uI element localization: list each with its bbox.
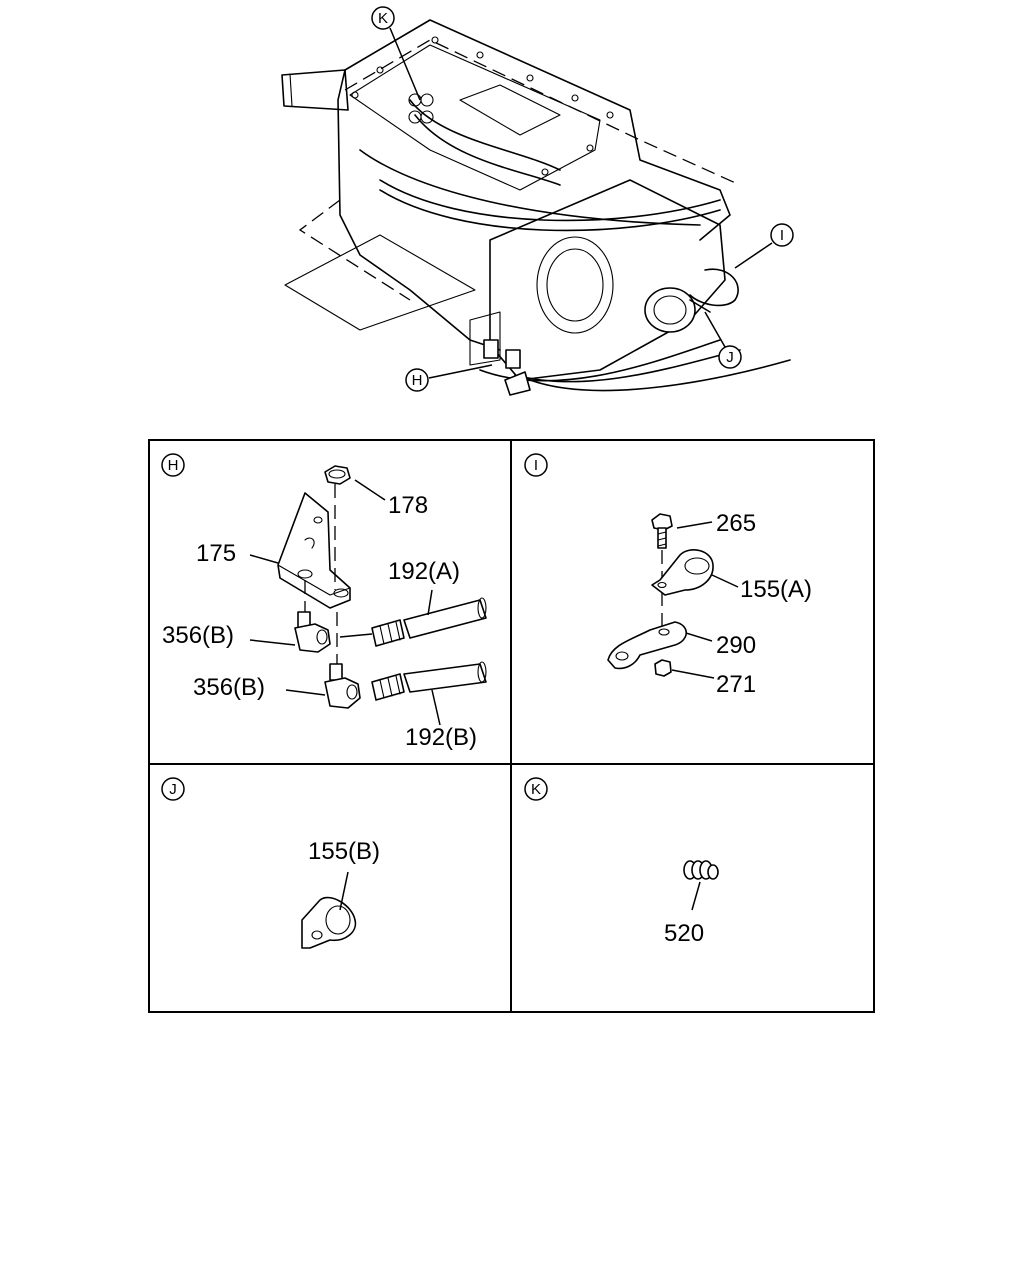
part-271-nut (654, 659, 672, 677)
part-265-bolt (651, 513, 673, 549)
transmission-overview (281, 19, 791, 396)
callout-j: J (718, 345, 742, 369)
svg-text:J: J (726, 349, 734, 366)
label-356b-upper: 356(B) (162, 622, 234, 649)
label-178: 178 (388, 492, 428, 519)
label-175: 175 (196, 540, 236, 567)
callout-k: K (371, 6, 395, 30)
part-520-fitting (683, 860, 719, 880)
label-356b-lower: 356(B) (193, 674, 265, 701)
part-175-bracket (277, 492, 351, 609)
label-265: 265 (716, 510, 756, 537)
part-155a-clamp (651, 549, 714, 596)
svg-text:J: J (169, 781, 177, 798)
svg-text:H: H (412, 372, 423, 389)
part-155b-clamp (301, 896, 357, 949)
detail-grid (148, 439, 875, 1013)
label-192a: 192(A) (388, 558, 460, 585)
fittings-k (408, 93, 434, 124)
panel-i: I 265 155(A) 290 271 (524, 453, 812, 698)
label-290: 290 (716, 632, 756, 659)
part-356b-fitting-upper (294, 611, 331, 653)
svg-text:H: H (168, 457, 179, 474)
svg-text:K: K (531, 781, 541, 798)
part-356b-fitting-lower (324, 663, 361, 709)
part-192b-hose (371, 661, 487, 701)
panel-k: K 520 (524, 777, 719, 947)
part-178-nut (324, 465, 351, 485)
label-155a: 155(A) (740, 576, 812, 603)
svg-text:I: I (780, 227, 784, 244)
label-271: 271 (716, 671, 756, 698)
label-155b: 155(B) (308, 838, 380, 865)
panel-j: J 155(B) (161, 777, 380, 949)
svg-text:I: I (534, 457, 538, 474)
label-520: 520 (664, 920, 704, 947)
cover-bolts (351, 36, 614, 176)
panel-h: H 178 175 192(A) (161, 453, 487, 751)
label-192b: 192(B) (405, 724, 477, 751)
callout-i: I (770, 223, 794, 247)
part-192a-hose (371, 597, 487, 647)
part-290-bracket (607, 621, 688, 670)
svg-text:K: K (378, 10, 388, 27)
callout-h: H (405, 368, 429, 392)
